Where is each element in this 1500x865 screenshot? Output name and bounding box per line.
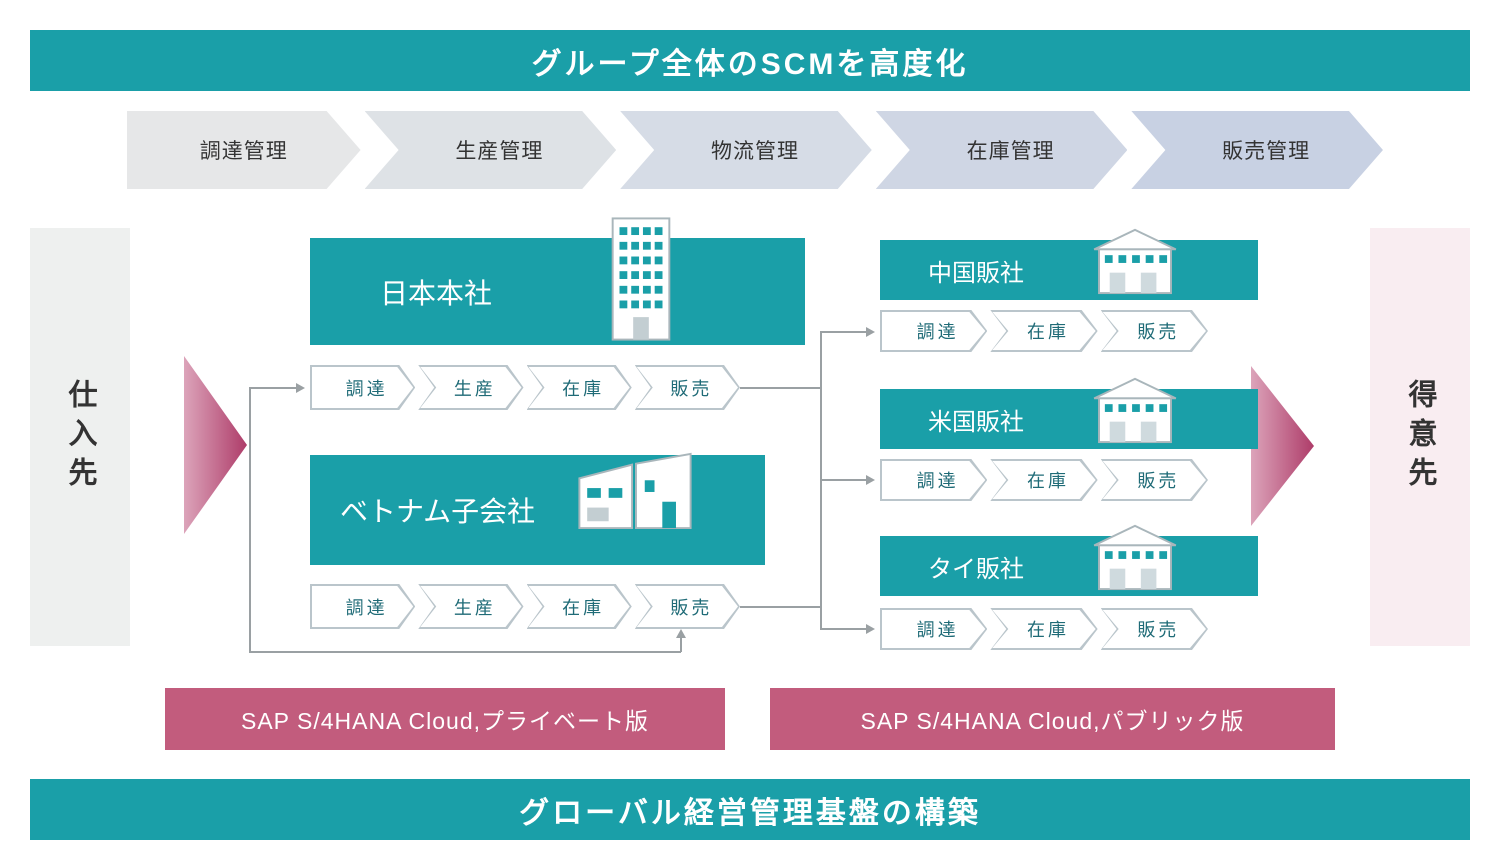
top-banner: グループ全体のSCMを高度化: [30, 30, 1470, 91]
process-step: 販売: [1101, 310, 1208, 352]
sap-private-box: SAP S/4HANA Cloud,プライベート版: [165, 688, 725, 750]
connector-line: [249, 387, 251, 652]
connector-arrowhead: [676, 629, 686, 638]
sales-process-row: 調達 在庫 販売: [880, 310, 1208, 352]
connector-line: [820, 628, 866, 630]
flow-step: 物流管理: [620, 111, 872, 189]
sales-process-row: 調達 在庫 販売: [880, 608, 1208, 650]
supply-flow-arrow: [184, 356, 247, 534]
process-step-label: 在庫: [1026, 620, 1069, 640]
process-step: 調達: [310, 584, 415, 629]
process-step: 販売: [1101, 608, 1208, 650]
flow-step: 販売管理: [1131, 111, 1383, 189]
sales-company-label: タイ販社: [928, 555, 1024, 583]
subsidiary-box: ベトナム子会社: [310, 452, 765, 565]
connector-line: [249, 387, 296, 389]
process-step: 在庫: [990, 459, 1097, 501]
customer-band: 得意先: [1370, 228, 1470, 646]
process-step: 在庫: [990, 608, 1097, 650]
sales-company-label: 米国販社: [928, 408, 1024, 436]
process-step-label: 調達: [916, 471, 959, 491]
hq-process-row: 調達 生産 在庫 販売: [310, 365, 740, 410]
process-step-label: 在庫: [1026, 322, 1069, 342]
process-step: 生産: [418, 584, 523, 629]
process-flow-row: 調達管理 生産管理 物流管理 在庫管理 販売管理: [127, 111, 1383, 189]
process-step: 販売: [635, 584, 740, 629]
process-step-label: 調達: [345, 378, 388, 399]
connector-arrowhead: [866, 327, 875, 337]
process-step: 生産: [418, 365, 523, 410]
process-step-label: 生産: [453, 378, 496, 399]
subsidiary-label: ベトナム子会社: [340, 496, 536, 527]
warehouse-icon: [1092, 522, 1178, 592]
sales-company-box: 中国販社: [880, 228, 1258, 300]
demand-flow-arrow: [1251, 366, 1314, 526]
process-step-label: 調達: [916, 620, 959, 640]
process-step-label: 調達: [916, 322, 959, 342]
process-step: 調達: [880, 459, 987, 501]
connector-line: [820, 479, 866, 481]
process-step-label: 販売: [670, 378, 713, 399]
flow-step: 生産管理: [365, 111, 617, 189]
process-step: 販売: [1101, 459, 1208, 501]
bottom-banner: グローバル経営管理基盤の構築: [30, 779, 1470, 840]
process-step-label: 販売: [1137, 620, 1180, 640]
process-step-label: 販売: [1137, 322, 1180, 342]
hq-label: 日本本社: [380, 277, 493, 309]
connector-line: [740, 606, 820, 608]
connector-line: [249, 651, 681, 653]
process-step-label: 販売: [1137, 471, 1180, 491]
supplier-band: 仕入先: [30, 228, 130, 646]
warehouse-icon: [1092, 375, 1178, 445]
process-step-label: 在庫: [562, 597, 605, 618]
connector-line: [820, 331, 866, 333]
process-step-label: 生産: [453, 597, 496, 618]
process-step-label: 在庫: [1026, 471, 1069, 491]
process-step: 在庫: [527, 584, 632, 629]
process-step-label: 調達: [345, 597, 388, 618]
flow-step: 在庫管理: [876, 111, 1128, 189]
subsidiary-process-row: 調達 生産 在庫 販売: [310, 584, 740, 629]
sales-company-label: 中国販社: [928, 259, 1024, 287]
warehouse-icon: [1092, 226, 1178, 296]
connector-line: [740, 387, 820, 389]
connector-arrowhead: [866, 624, 875, 634]
connector-arrowhead: [866, 475, 875, 485]
process-step: 販売: [635, 365, 740, 410]
flow-step: 調達管理: [127, 111, 361, 189]
process-step: 在庫: [990, 310, 1097, 352]
factory-icon: [576, 451, 694, 531]
connector-line: [680, 636, 682, 652]
process-step: 調達: [880, 310, 987, 352]
sales-company-box: タイ販社: [880, 524, 1258, 596]
process-step-label: 販売: [670, 597, 713, 618]
sap-public-box: SAP S/4HANA Cloud,パブリック版: [770, 688, 1335, 750]
process-step: 調達: [310, 365, 415, 410]
process-step-label: 在庫: [562, 378, 605, 399]
sales-process-row: 調達 在庫 販売: [880, 459, 1208, 501]
connector-arrowhead: [296, 383, 305, 393]
process-step: 調達: [880, 608, 987, 650]
hq-box: 日本本社: [310, 217, 805, 345]
office-building-icon: [598, 215, 684, 343]
process-step: 在庫: [527, 365, 632, 410]
sales-company-box: 米国販社: [880, 377, 1258, 449]
